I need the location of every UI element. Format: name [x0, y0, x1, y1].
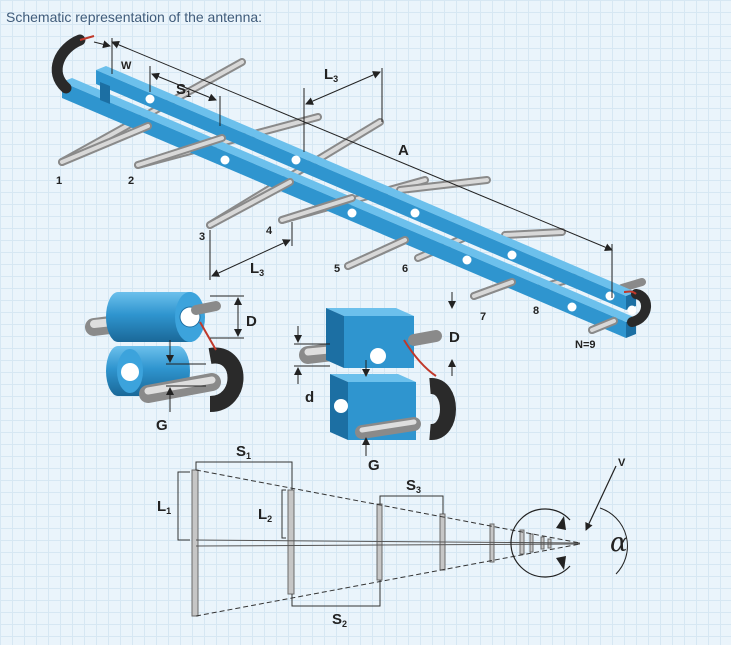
- round-boom-detail: D G: [85, 292, 257, 434]
- angle-arc: [510, 508, 571, 578]
- label-a: A: [398, 142, 409, 159]
- label-l2: L2: [258, 506, 272, 524]
- element-number: 7: [480, 311, 486, 323]
- label-alpha: α: [610, 528, 628, 558]
- label-d-small: d: [305, 389, 314, 406]
- label-g-round: G: [156, 417, 168, 434]
- label-s1-plan: S1: [236, 443, 251, 461]
- dim-s1-line: [151, 72, 217, 102]
- element-number: 4: [266, 225, 273, 237]
- label-d-square: D: [449, 329, 460, 346]
- plan-element: [191, 469, 199, 617]
- diagram-caption: Schematic representation of the antenna:: [6, 9, 263, 25]
- label-s3: S3: [406, 477, 421, 495]
- label-l3-top: L3: [324, 66, 338, 84]
- square-boom-detail: D d G: [294, 292, 460, 474]
- plan-view: L1 L2 S1 S2 S3 V α: [157, 443, 628, 629]
- element-number: 6: [402, 263, 408, 275]
- label-v: V: [618, 457, 626, 469]
- feed-cable-right: [627, 289, 651, 327]
- element-number: 1: [56, 175, 62, 187]
- plan-element: [519, 529, 525, 555]
- plan-element: [489, 523, 495, 563]
- plan-element: [287, 489, 295, 595]
- label-g-square: G: [368, 457, 380, 474]
- element-number: 5: [334, 263, 340, 275]
- label-l3-bottom: L3: [250, 260, 264, 278]
- dim-l3-bottom-line: [211, 239, 291, 277]
- dim-l3-top-line: [305, 71, 381, 105]
- element-number: 8: [533, 305, 539, 317]
- element-number: 3: [199, 231, 205, 243]
- label-s1: S1: [176, 81, 191, 99]
- label-d-round: D: [246, 313, 257, 330]
- label-w: W: [121, 60, 132, 72]
- label-n: N=9: [575, 339, 596, 351]
- feed-cable-left: [51, 34, 86, 94]
- label-l1: L1: [157, 498, 171, 516]
- antenna-3d: A W S1 L3 L3 1 2 3 4 5 6 7 8 N=9: [51, 34, 651, 351]
- element-numbers: 1 2 3 4 5 6 7 8: [56, 175, 539, 323]
- plan-element: [547, 538, 552, 549]
- label-s2: S2: [332, 611, 347, 629]
- element-number: 2: [128, 175, 134, 187]
- v-arrow: [585, 465, 617, 531]
- plan-element: [376, 503, 383, 581]
